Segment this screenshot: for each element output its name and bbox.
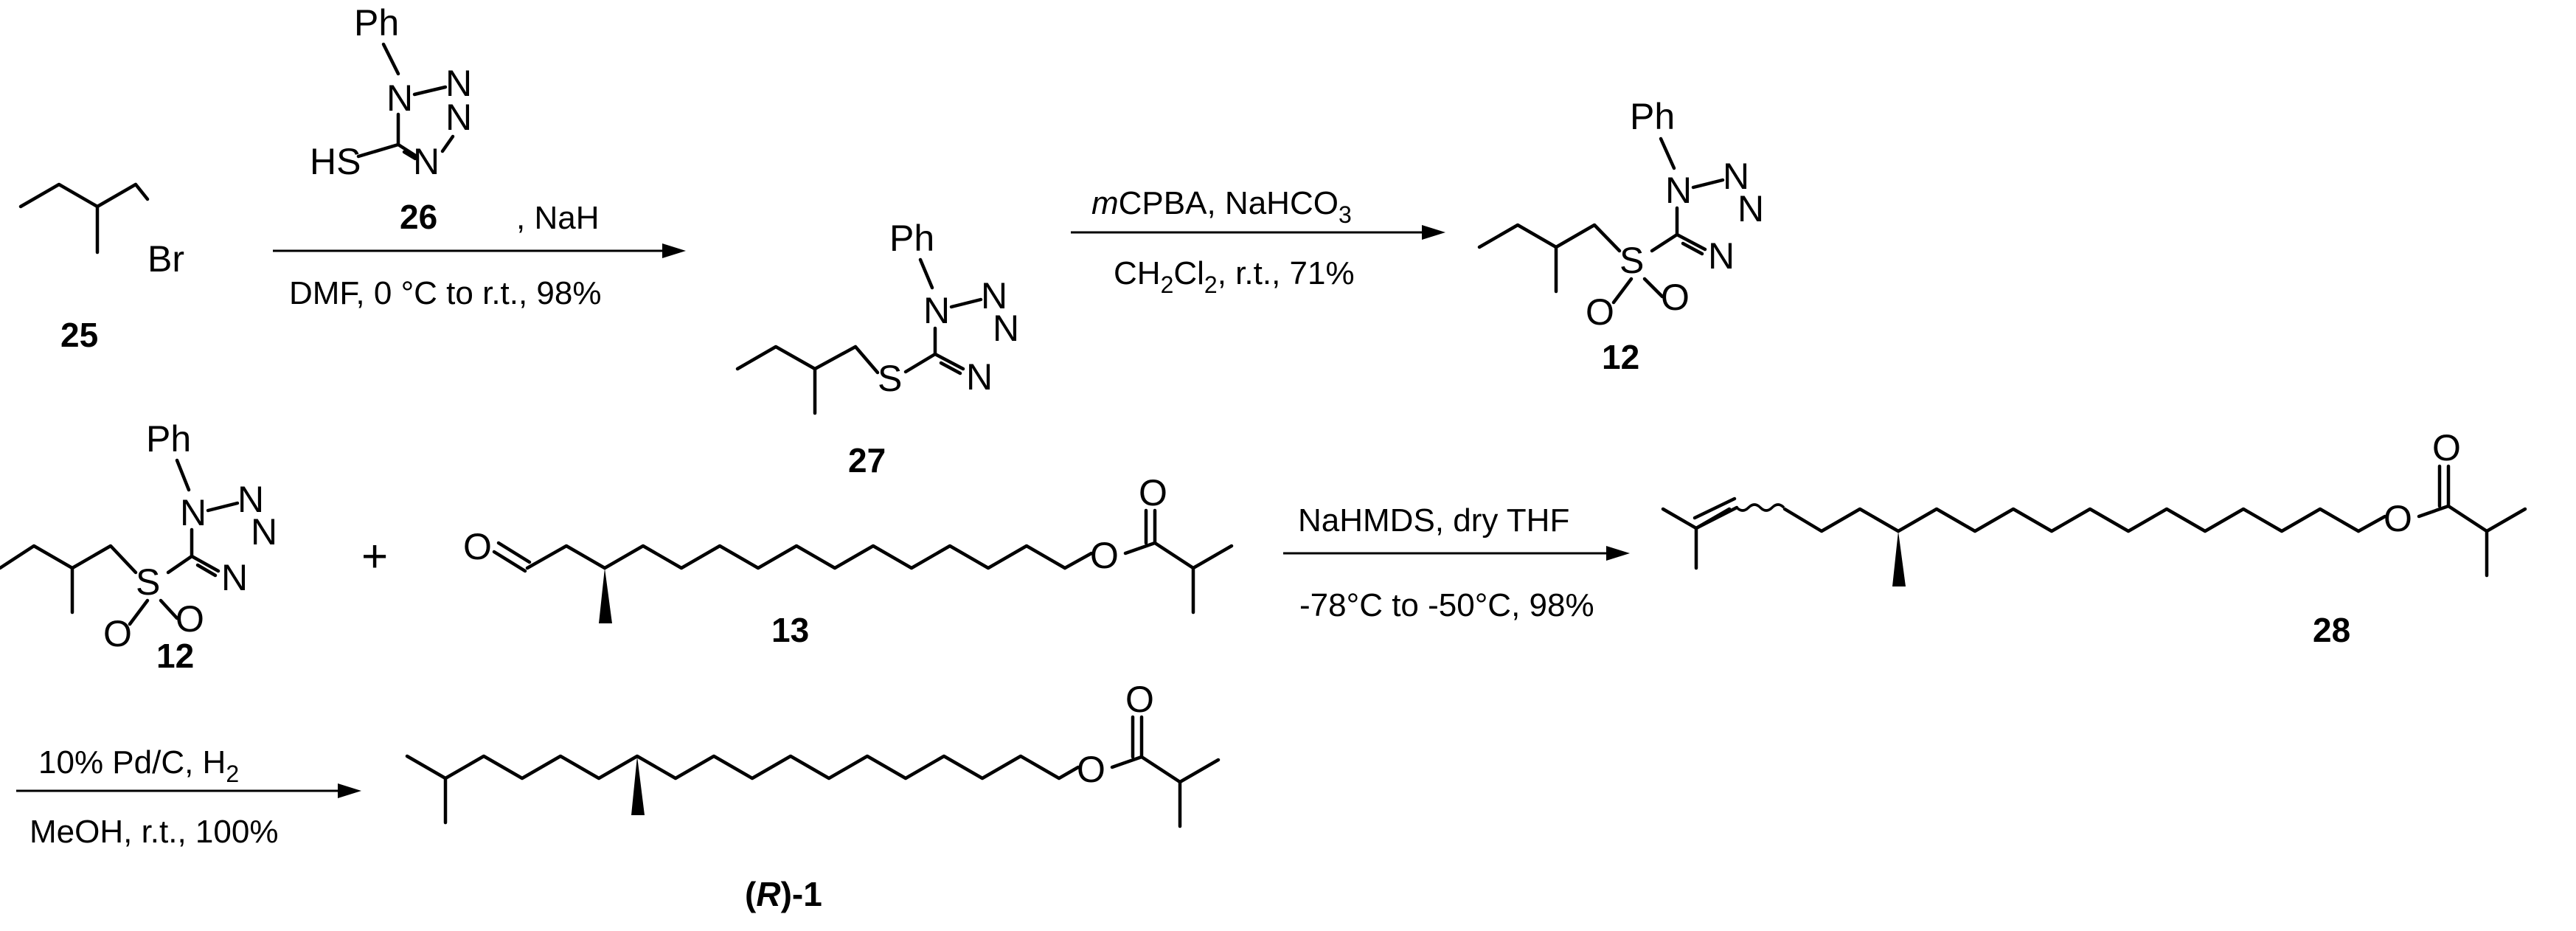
label-27: 27 — [848, 441, 886, 480]
atom-o1-12a: O — [1586, 291, 1614, 333]
atom-s-12a: S — [1619, 240, 1644, 281]
step4-reagent: 10% Pd/C, H2 — [38, 744, 239, 787]
label-26: 26 — [400, 198, 437, 236]
label-25: 25 — [60, 316, 98, 354]
atom-n2: N — [445, 63, 472, 104]
step2-cond-sub2: 2 — [1204, 271, 1218, 298]
atom-o-13-carbonyl: O — [1139, 472, 1167, 513]
atom-s-27: S — [878, 358, 902, 399]
compound-r1-structure: O O — [405, 679, 1221, 828]
atom-o2-12a: O — [1661, 277, 1690, 318]
atom-ph-27: Ph — [889, 218, 934, 259]
step2-reagent: mCPBA, NaHCO3 — [1091, 185, 1352, 228]
label-r1: (R)-1 — [745, 875, 822, 913]
compound-27-structure: Ph N N N N S — [735, 218, 1019, 415]
wedge-28 — [1892, 531, 1906, 586]
compound-28-structure: O O — [1661, 427, 2527, 586]
atom-o-13-ald: O — [463, 526, 492, 567]
atom-n2-12a: N — [1723, 156, 1749, 197]
atom-n3-12a: N — [1737, 188, 1764, 229]
atom-n1: N — [386, 77, 413, 119]
atom-n4-12b: N — [221, 557, 248, 598]
wedge-r1 — [631, 756, 645, 815]
atom-n4: N — [413, 141, 440, 182]
atom-o-r1-ester: O — [1077, 749, 1105, 790]
compound-13-structure: O O O — [463, 472, 1234, 623]
atom-o1-12b: O — [103, 613, 132, 654]
step1-arrow — [273, 243, 686, 258]
atom-n1-27: N — [923, 290, 950, 331]
step2-arrow — [1071, 225, 1445, 240]
label-12-bottom: 12 — [156, 637, 194, 675]
step2-cond-post: , r.t., 71% — [1218, 255, 1355, 291]
atom-ph-12a: Ph — [1630, 96, 1675, 137]
label-r1-open: ( — [745, 875, 757, 913]
atom-br: Br — [147, 238, 184, 280]
atom-s-12b: S — [136, 561, 160, 603]
atom-ph-12b: Ph — [146, 418, 191, 460]
step2-reagent-main: CPBA, NaHCO — [1119, 185, 1339, 221]
label-13: 13 — [771, 611, 809, 649]
compound-12-structure-bottom: Ph N N N N S O O — [0, 418, 277, 654]
step2-reagent-sub: 3 — [1339, 201, 1352, 228]
label-12-top: 12 — [1602, 338, 1639, 376]
atom-n3-27: N — [993, 308, 1019, 349]
atom-o-r1-carbonyl: O — [1125, 679, 1154, 720]
atom-n2-12b: N — [237, 479, 264, 520]
atom-o2-12b: O — [176, 598, 204, 640]
atom-o-28-carbonyl: O — [2432, 427, 2461, 468]
atom-n4-27: N — [966, 356, 993, 398]
wavy-bond-28 — [1735, 503, 1785, 512]
step3-reagent: NaHMDS, dry THF — [1298, 502, 1569, 539]
step4-arrow — [16, 783, 361, 798]
label-28: 28 — [2313, 611, 2350, 649]
step3-conditions: -78°C to -50°C, 98% — [1299, 587, 1594, 623]
step4-reagent-main: 10% Pd/C, H — [38, 744, 226, 781]
label-r1-rest: )-1 — [781, 875, 822, 913]
compound-26-structure: Ph N N N N HS — [310, 2, 472, 182]
plus-sign: + — [361, 531, 388, 582]
compound-12-structure-top: Ph N N N N S O O — [1477, 96, 1764, 333]
atom-o-28-ester: O — [2384, 498, 2412, 539]
step4-reagent-sub: 2 — [226, 761, 239, 787]
atom-n2-27: N — [981, 275, 1007, 316]
label-r1-italic: R — [756, 875, 780, 913]
atom-hs: HS — [310, 141, 361, 182]
atom-ph: Ph — [354, 2, 399, 44]
step2-cond-mid: Cl — [1173, 255, 1204, 291]
step1-reagent: , NaH — [516, 200, 599, 236]
compound-25-structure: Br — [18, 182, 184, 280]
atom-n3: N — [445, 97, 472, 138]
step4-conditions: MeOH, r.t., 100% — [29, 814, 278, 850]
step2-reagent-italic: m — [1091, 185, 1119, 221]
step2-conditions: CH2Cl2, r.t., 71% — [1114, 255, 1355, 298]
atom-n1-12b: N — [180, 492, 206, 533]
wedge-13 — [599, 568, 612, 623]
step2-cond-sub1: 2 — [1161, 271, 1174, 298]
step1-conditions: DMF, 0 °C to r.t., 98% — [289, 275, 602, 311]
atom-o-13-ester: O — [1090, 535, 1119, 576]
step2-cond-pre: CH — [1114, 255, 1161, 291]
atom-n1-12a: N — [1665, 170, 1692, 211]
atom-n3-12b: N — [251, 511, 277, 553]
step3-arrow — [1283, 546, 1630, 561]
atom-n4-12a: N — [1708, 235, 1735, 277]
